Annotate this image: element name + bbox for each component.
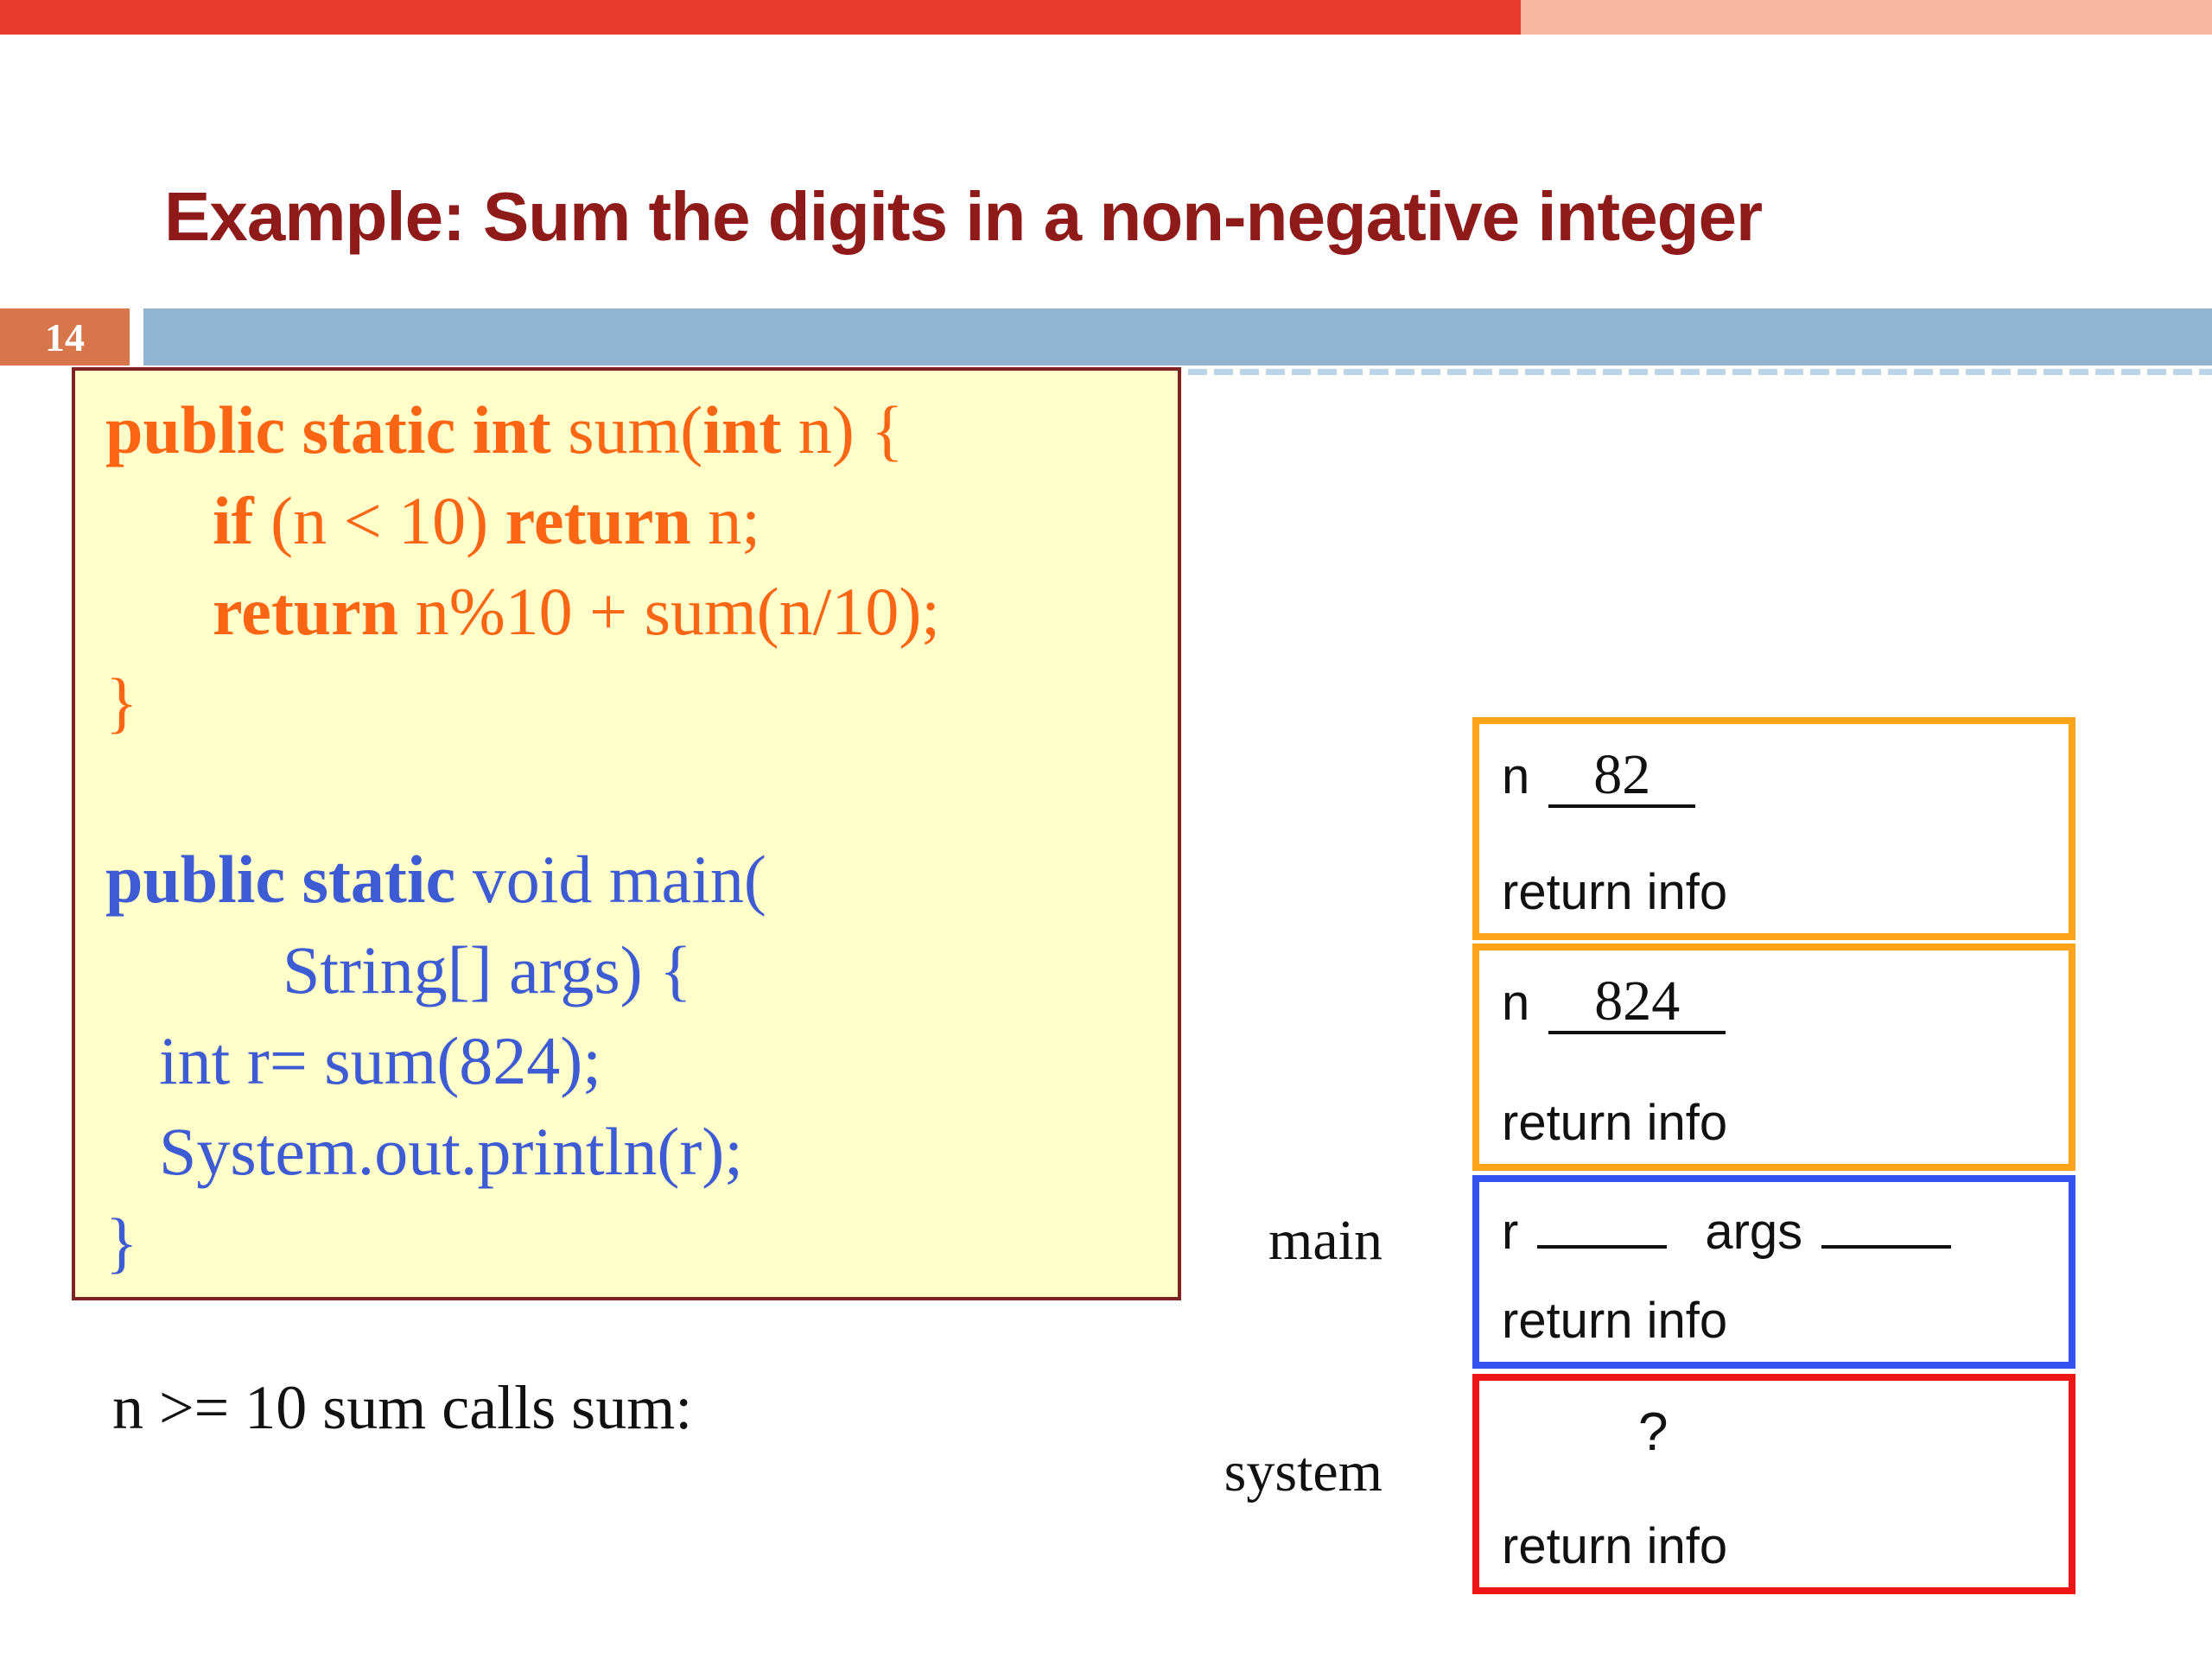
code-line: String[] args) { — [283, 932, 692, 1007]
var-value: 824 — [1594, 969, 1681, 1033]
label-system: system — [1224, 1440, 1382, 1503]
page-title: Example: Sum the digits in a non-negativ… — [164, 178, 1763, 255]
code-line: return n%10 + sum(n/10); — [213, 574, 940, 649]
code-box: public static int sum(int n) { if (n < 10… — [72, 367, 1181, 1300]
stack-frame-main: r args return info — [1472, 1175, 2075, 1369]
return-info-label: return info — [1502, 1293, 1728, 1349]
caption-text: n >= 10 sum calls sum: — [112, 1373, 693, 1442]
top-decoration-bar — [0, 0, 2212, 35]
frame-variable-row: n 82 — [1502, 743, 2069, 809]
var-value-slot — [1821, 1245, 1952, 1249]
return-info-label: return info — [1502, 864, 1728, 920]
var-value-slot — [1537, 1245, 1668, 1249]
var-label: n — [1502, 748, 1530, 804]
top-bar-light-segment — [1521, 0, 2212, 35]
stack-frame-sum-824: n 824 return info — [1472, 944, 2075, 1171]
return-info-label: return info — [1502, 1518, 1728, 1574]
slide-number-badge: 14 — [0, 308, 130, 365]
var-label: n — [1502, 975, 1530, 1031]
code-line: if (n < 10) return n; — [213, 483, 760, 558]
var-value-slot: 82 — [1548, 743, 1696, 809]
code-line: System.out.println(r); — [159, 1114, 743, 1189]
code-line: int r= sum(824); — [159, 1023, 601, 1098]
var-value-slot: 824 — [1548, 969, 1726, 1035]
question-mark: ? — [1638, 1402, 1669, 1462]
var-label: args — [1705, 1204, 1803, 1260]
header-band-underline — [1188, 369, 2212, 375]
return-info-label: return info — [1502, 1095, 1728, 1151]
var-value: 82 — [1593, 743, 1651, 806]
top-bar-red-segment — [0, 0, 1521, 35]
header-band — [143, 308, 2212, 365]
frame-variable-row: r args — [1502, 1203, 2069, 1261]
slide-number: 14 — [45, 315, 85, 359]
code-lines: public static int sum(int n) { if (n < 10… — [75, 385, 1178, 1287]
code-line: public static void main( — [105, 842, 766, 917]
code-line: } — [105, 1205, 138, 1280]
stack-frame-sum-82: n 82 return info — [1472, 717, 2075, 940]
code-line: } — [105, 664, 138, 740]
code-line: public static int sum(int n) { — [105, 392, 904, 467]
code-line — [75, 747, 1178, 834]
var-label: r — [1502, 1204, 1519, 1260]
label-main: main — [1268, 1209, 1382, 1272]
stack-frame-system: ? return info — [1472, 1374, 2075, 1594]
frame-variable-row: n 824 — [1502, 969, 2069, 1035]
frame-question-row: ? — [1502, 1402, 2069, 1463]
